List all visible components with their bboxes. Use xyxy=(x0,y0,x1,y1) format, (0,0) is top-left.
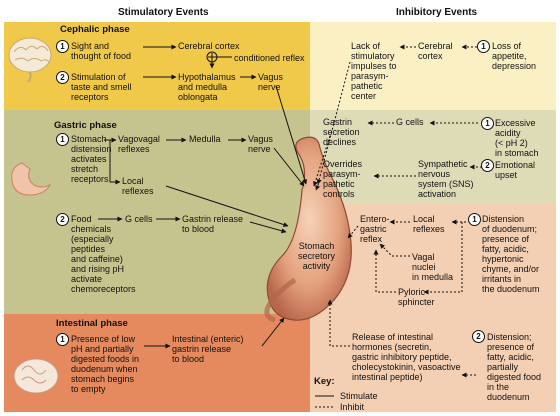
inhib-sns-activation: Sympathetic nervous system (SNS) activat… xyxy=(418,159,474,199)
inhib-emotional-upset: Emotional upset xyxy=(495,160,536,180)
stim-gastrin-release: Gastrin release to blood xyxy=(182,214,244,234)
stim-vagovagal: Vagovagal reflexes xyxy=(118,134,160,154)
stim-food-chemicals: Food chemicals (especially peptides and … xyxy=(71,214,136,294)
stim-enteric-gastrin: Intestinal (enteric) gastrin release to … xyxy=(172,334,244,364)
inhib-loss-appetite: Loss of appetite, depression xyxy=(492,41,537,71)
cephalic-band-left xyxy=(4,22,310,110)
step-number: 1 xyxy=(468,213,481,226)
cephalic-phase-label: Cephalic phase xyxy=(60,24,130,35)
intestine-icon xyxy=(13,358,59,394)
inhib-g-cells: G cells xyxy=(396,117,424,127)
key-inhibit-label: Inhibit xyxy=(340,402,365,412)
gastric-band-right xyxy=(310,110,556,204)
stim-vagus-nerve-2: Vagus nerve xyxy=(248,134,273,154)
inhib-local-reflexes: Local reflexes xyxy=(413,214,445,234)
key-title: Key: xyxy=(314,376,335,387)
step-number: 1 xyxy=(477,40,490,53)
step-number: 1 xyxy=(56,133,69,146)
stim-g-cells: G cells xyxy=(125,214,153,224)
inhib-overrides: Overrides parasym- pathetic controls xyxy=(323,159,363,199)
inhib-pyloric-sphincter: Pyloric sphincter xyxy=(398,287,435,307)
step-number: 1 xyxy=(56,333,69,346)
gastric-phase-label: Gastric phase xyxy=(54,120,117,131)
brain-icon xyxy=(8,37,52,83)
cephalic-band-right xyxy=(310,22,556,110)
gastric-band-left xyxy=(4,110,310,314)
inhib-cerebral-cortex: Cerebral cortex xyxy=(418,41,453,61)
stim-local-reflexes: Local reflexes xyxy=(122,176,154,196)
inhib-vagal-nuclei: Vagal nuclei in medulla xyxy=(412,252,454,282)
step-number: 2 xyxy=(56,213,69,226)
inhib-gastrin-declines: Gastrin secretion declines xyxy=(323,117,360,147)
stomach-icon xyxy=(11,162,52,196)
stim-vagus-nerve-1: Vagus nerve xyxy=(258,72,283,92)
key-stimulate-label: Stimulate xyxy=(340,391,378,401)
inhib-lack-stimulatory: Lack of stimulatory impulses to parasym-… xyxy=(351,41,397,101)
stim-conditioned-reflex: conditioned reflex xyxy=(234,53,305,63)
stim-sight-thought: Sight and thought of food xyxy=(71,41,132,61)
intestinal-phase-label: Intestinal phase xyxy=(56,318,128,329)
stim-low-ph: Presence of low pH and partially digeste… xyxy=(71,334,140,394)
stomach-secretory-activity: Stomach secretory activity xyxy=(298,241,336,271)
inhib-intestinal-hormones: Release of intestinal hormones (secretin… xyxy=(352,332,461,382)
stim-stomach-distension: Stomach distension activates stretch rec… xyxy=(71,134,112,184)
step-number: 1 xyxy=(56,40,69,53)
step-number: 2 xyxy=(472,330,485,343)
inhib-excessive-acidity: Excessive acidity (< pH 2) in stomach xyxy=(495,118,539,158)
inhib-distension-food: Distension; presence of fatty, acidic, p… xyxy=(487,332,542,402)
stomach-illustration xyxy=(264,136,352,323)
stim-cerebral-cortex: Cerebral cortex xyxy=(178,41,240,51)
intestinal-band-left xyxy=(4,314,310,412)
step-number: 1 xyxy=(481,117,494,130)
stim-hypothalamus: Hypothalamus and medulla oblongata xyxy=(178,72,236,102)
stim-taste-smell: Stimulation of taste and smell receptors xyxy=(71,72,132,102)
step-number: 2 xyxy=(481,159,494,172)
inhib-enterogastric: Entero- gastric reflex xyxy=(360,214,390,244)
stimulatory-header: Stimulatory Events xyxy=(118,7,209,18)
step-number: 2 xyxy=(56,71,69,84)
stim-medulla: Medulla xyxy=(189,134,221,144)
inhibitory-header: Inhibitory Events xyxy=(396,7,478,18)
inhib-distension-duodenum: Distension of duodenum; presence of fatt… xyxy=(482,214,540,294)
